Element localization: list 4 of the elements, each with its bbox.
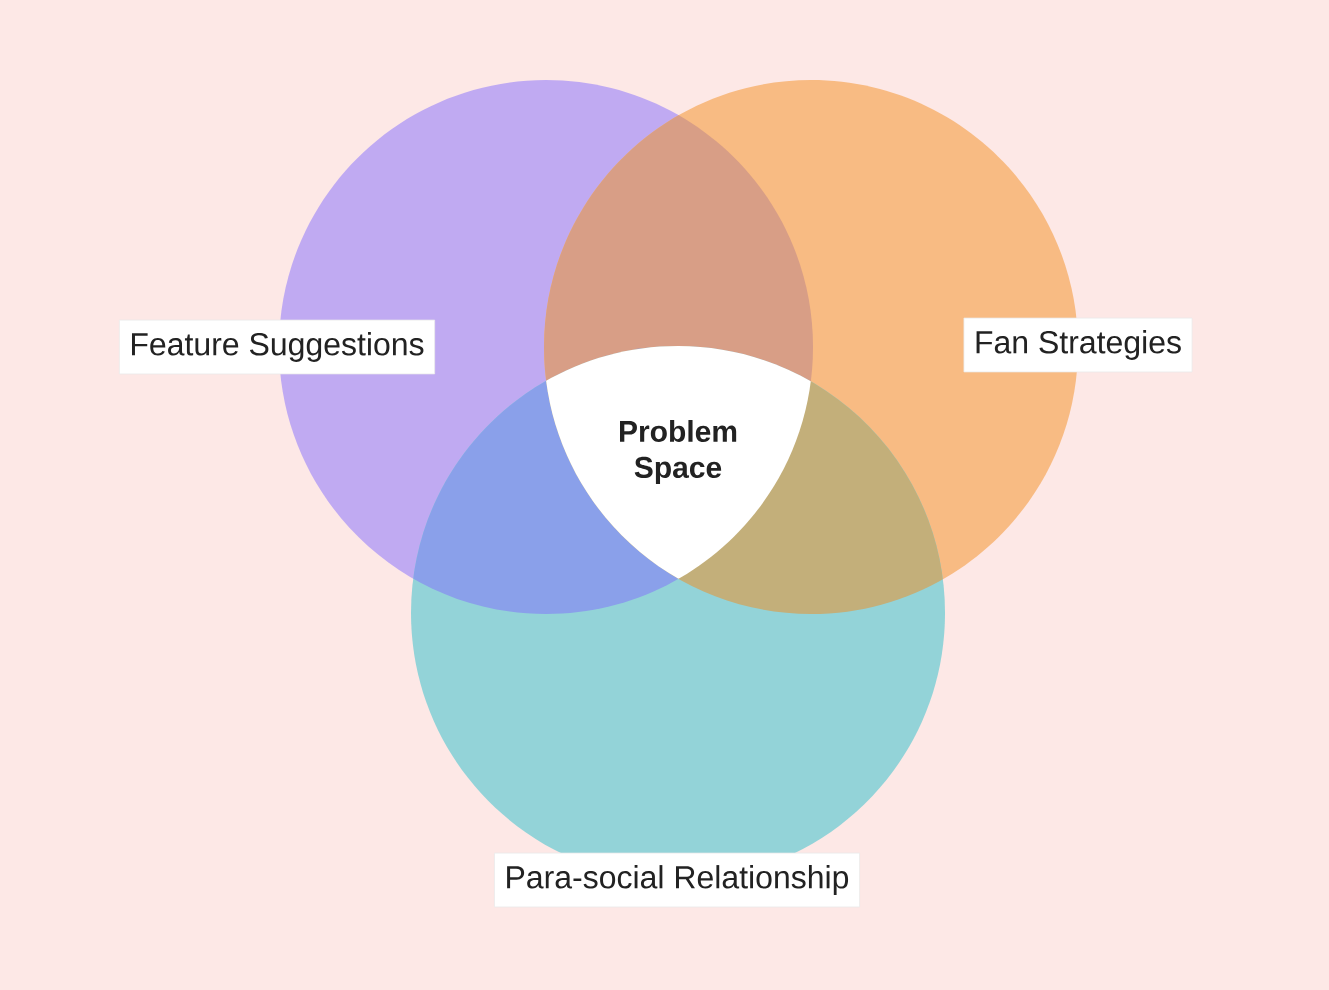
label-box: Para-social Relationship — [494, 852, 860, 908]
label-box: Feature Suggestions — [118, 319, 436, 375]
label-box: Fan Strategies — [963, 317, 1193, 373]
center-label: Problem Space — [620, 420, 737, 484]
